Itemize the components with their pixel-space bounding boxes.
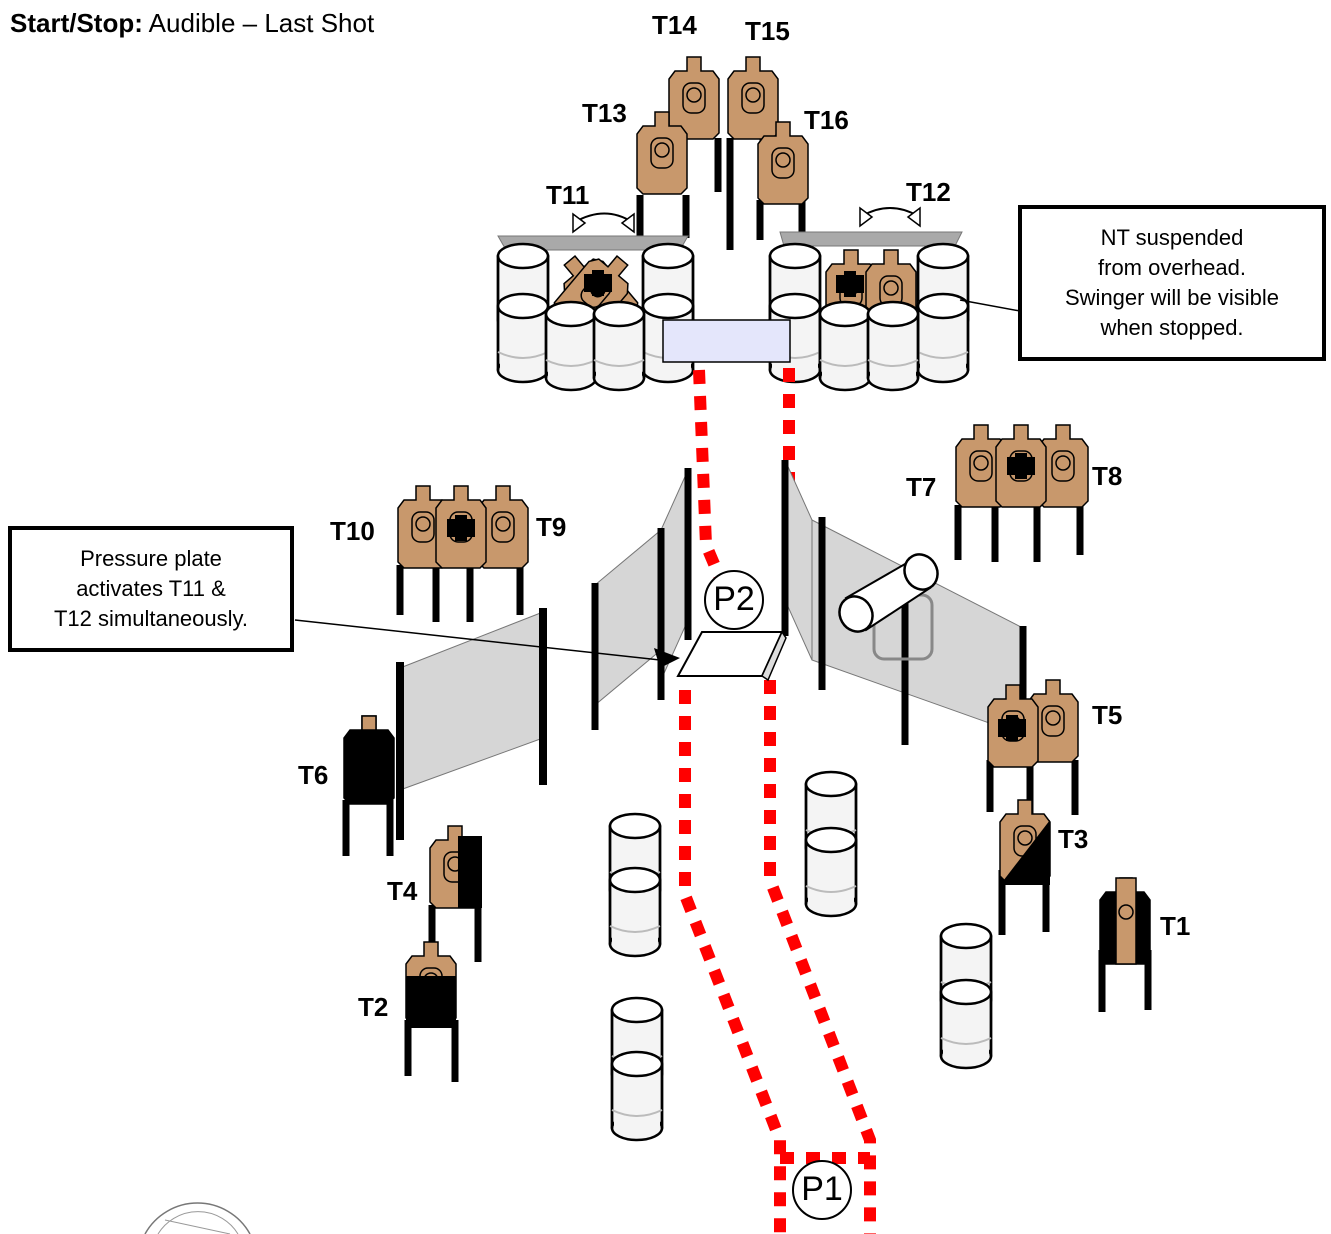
callout-pressure-text: Pressure plate activates T11 & T12 simul…	[53, 546, 248, 631]
logo-seal	[144, 1202, 251, 1234]
target-t15	[727, 56, 779, 140]
label-t8: T8	[1092, 461, 1123, 491]
label-t5: T5	[1092, 700, 1123, 730]
callout-nt-text: NT suspended from overhead. Swinger will…	[1065, 225, 1279, 340]
targets-t5	[986, 679, 1079, 818]
position-p1-circle	[792, 1160, 852, 1220]
label-t10: T10	[330, 516, 375, 546]
start-stop-line: Start/Stop: Audible – Last Shot	[10, 8, 374, 39]
target-t4	[428, 825, 482, 962]
upper-bay	[496, 56, 970, 392]
position-p2: P2	[713, 580, 755, 618]
label-t13: T13	[582, 98, 627, 128]
start-stop-value: Audible – Last Shot	[142, 8, 375, 38]
label-t1: T1	[1160, 911, 1191, 941]
targets-t9-t10	[396, 485, 529, 622]
target-t2	[404, 941, 459, 1082]
label-t4: T4	[387, 876, 418, 906]
label-t2: T2	[358, 992, 389, 1022]
label-t9: T9	[536, 512, 567, 542]
label-t16: T16	[804, 105, 849, 135]
barrels-lower	[608, 770, 993, 1142]
position-p2-circle	[704, 570, 764, 630]
tunnel-pipe	[838, 553, 939, 661]
label-t14: T14	[652, 10, 697, 40]
label-t11: T11	[546, 180, 590, 210]
walls	[396, 459, 1027, 840]
position-p1: P1	[801, 1170, 843, 1208]
target-t6	[342, 715, 395, 856]
target-t3	[998, 799, 1051, 935]
target-t1	[1098, 877, 1152, 1012]
label-t3: T3	[1058, 824, 1089, 854]
callout-nt-suspended: NT suspended from overhead. Swinger will…	[1018, 205, 1326, 361]
start-stop-label: Start/Stop:	[10, 8, 143, 38]
label-t12: T12	[906, 177, 951, 207]
label-t15: T15	[745, 16, 790, 46]
targets-t7-t8	[954, 424, 1089, 562]
label-t7: T7	[906, 472, 937, 502]
callout-pressure-plate: Pressure plate activates T11 & T12 simul…	[8, 526, 294, 652]
label-t6: T6	[298, 760, 329, 790]
